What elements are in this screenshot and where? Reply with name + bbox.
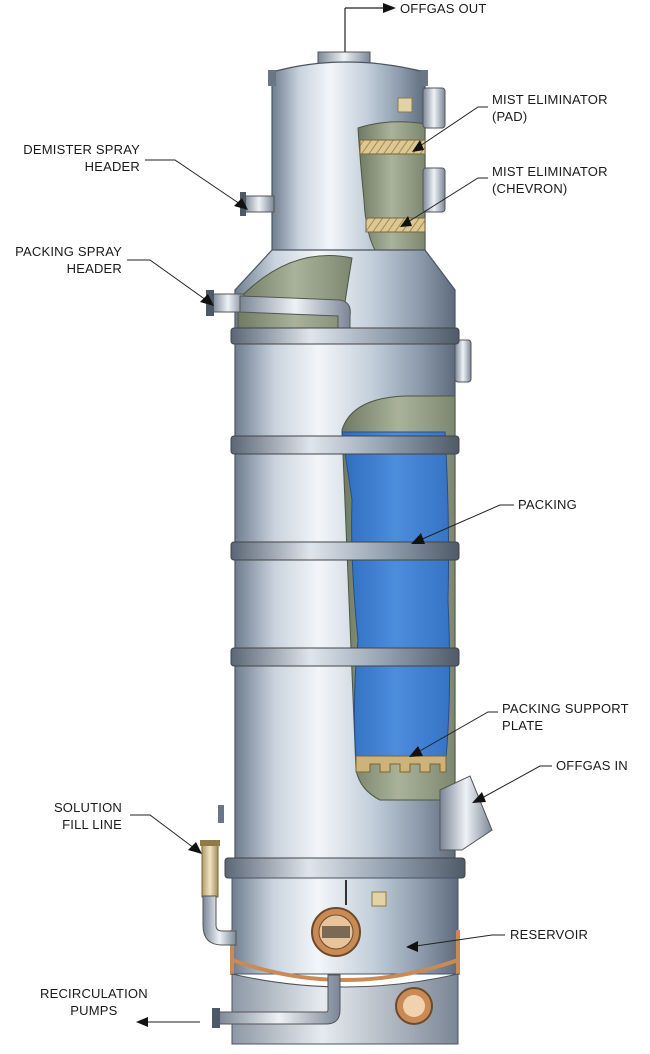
- mist-eliminator-pad: [359, 139, 426, 155]
- flange-rings: [224, 327, 466, 879]
- label-offgas-in: OFFGAS IN: [556, 758, 628, 773]
- packing-cutaway: [341, 395, 456, 801]
- offgas-outlet: [317, 3, 396, 67]
- base-skirt: [231, 973, 459, 1045]
- reservoir: [230, 877, 460, 982]
- offgas-inlet: [439, 775, 493, 851]
- reservoir-manway: [311, 907, 361, 957]
- leader-lines: [127, 106, 552, 1027]
- mist-eliminator-cutaway: [357, 97, 426, 263]
- label-offgas-out: OFFGAS OUT: [400, 1, 487, 16]
- label-mist-eliminator-pad: MIST ELIMINATOR(PAD): [492, 92, 608, 124]
- packing-bed: [341, 431, 451, 759]
- mist-eliminator-chevron: [365, 217, 426, 233]
- solution-fill-line: [200, 805, 237, 946]
- transition-cone: [206, 249, 456, 341]
- packing-support-plate: [355, 755, 447, 773]
- label-reservoir: RESERVOIR: [510, 927, 589, 942]
- label-mist-eliminator-chevron: MIST ELIMINATOR(CHEVRON): [492, 164, 608, 196]
- label-packing: PACKING: [518, 497, 577, 512]
- demister-nozzle: [240, 192, 275, 216]
- upper-nozzles: [422, 87, 446, 213]
- recirculation-pipe: [212, 974, 341, 1028]
